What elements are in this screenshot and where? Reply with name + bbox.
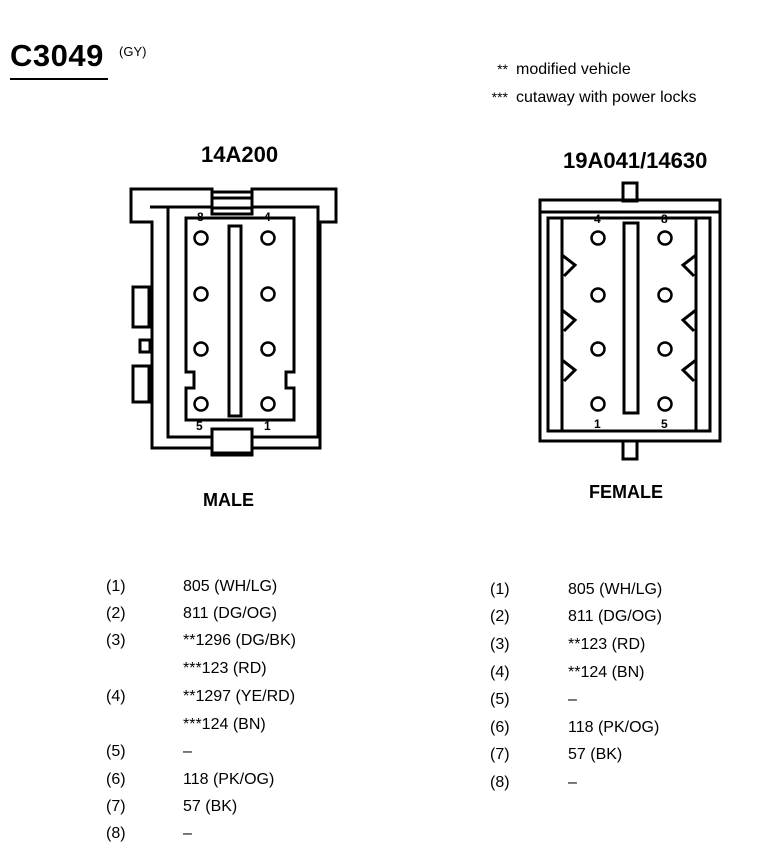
male-part-number: 14A200 bbox=[201, 142, 279, 167]
pin-number: (7) bbox=[106, 798, 126, 815]
female-pin-6 bbox=[657, 341, 673, 357]
pin-number: (3) bbox=[490, 636, 510, 653]
circuit: ***124 (BN) bbox=[183, 716, 266, 733]
legend-marker: *** bbox=[491, 89, 508, 105]
title-underline bbox=[10, 78, 108, 80]
circuit: 57 (BK) bbox=[568, 746, 623, 763]
male-pin-1 bbox=[260, 396, 276, 412]
male-pin-6 bbox=[193, 341, 209, 357]
connector-id: C3049 bbox=[10, 38, 104, 73]
circuit: 118 (PK/OG) bbox=[183, 771, 275, 788]
female-pin-label-top-right: 8 bbox=[661, 212, 668, 226]
circuit: **123 (RD) bbox=[568, 636, 646, 653]
female-pin-1 bbox=[590, 396, 606, 412]
circuit: **1297 (YE/RD) bbox=[183, 688, 296, 705]
pin-number: (6) bbox=[106, 771, 126, 788]
male-pin-7 bbox=[193, 286, 209, 302]
pin-number: (8) bbox=[106, 825, 126, 842]
circuit: – bbox=[568, 774, 577, 791]
female-part-number: 19A041/14630 bbox=[563, 148, 708, 173]
circuit: 811 (DG/OG) bbox=[568, 608, 662, 625]
male-pin-label-bottom-right: 1 bbox=[264, 419, 271, 433]
female-pin-label-top-left: 4 bbox=[594, 212, 601, 226]
circuit: **124 (BN) bbox=[568, 664, 645, 681]
male-pin-8 bbox=[193, 230, 209, 246]
pin-number: (2) bbox=[490, 608, 510, 625]
female-pin-label-bottom-left: 1 bbox=[594, 417, 601, 431]
pin-number: (8) bbox=[490, 774, 510, 791]
circuit: – bbox=[183, 743, 192, 760]
pin-number: (4) bbox=[490, 664, 510, 681]
pin-number: (1) bbox=[106, 578, 126, 595]
pin-number: (6) bbox=[490, 719, 510, 736]
pin-number: (7) bbox=[490, 746, 510, 763]
circuit: 57 (BK) bbox=[183, 798, 238, 815]
male-pin-label-bottom-left: 5 bbox=[196, 419, 203, 433]
circuit: 118 (PK/OG) bbox=[568, 719, 660, 736]
pin-number: (2) bbox=[106, 605, 126, 622]
pin-number: (5) bbox=[490, 691, 510, 708]
female-pin-5 bbox=[657, 396, 673, 412]
legend-marker: ** bbox=[497, 61, 508, 77]
female-pin-8 bbox=[657, 230, 673, 246]
pin-number: (4) bbox=[106, 688, 126, 705]
male-pin-4 bbox=[260, 230, 276, 246]
circuit: 805 (WH/LG) bbox=[568, 581, 663, 598]
circuit: ***123 (RD) bbox=[183, 660, 267, 677]
legend-text: modified vehicle bbox=[516, 61, 631, 78]
female-pinout-table: (1) 805 (WH/LG) (2) 811 (DG/OG) (3) **123 (… bbox=[490, 581, 750, 801]
pin-number: (5) bbox=[106, 743, 126, 760]
circuit: 805 (WH/LG) bbox=[183, 578, 278, 595]
female-pin-2 bbox=[590, 341, 606, 357]
female-pin-4 bbox=[590, 230, 606, 246]
male-pin-label-top-left: 8 bbox=[197, 210, 204, 224]
legend-item-cutaway: *** cutaway with power locks bbox=[478, 89, 697, 107]
pin-number: (1) bbox=[490, 581, 510, 598]
connector-color-code: (GY) bbox=[119, 44, 147, 59]
male-pin-label-top-right: 4 bbox=[264, 210, 271, 224]
legend-item-modified: ** modified vehicle bbox=[478, 61, 631, 79]
circuit: – bbox=[183, 825, 192, 842]
male-pinout-table: (1) 805 (WH/LG) (2) 811 (DG/OG) (3) **1296 … bbox=[106, 578, 366, 848]
female-pin-7 bbox=[657, 287, 673, 303]
circuit: 811 (DG/OG) bbox=[183, 605, 277, 622]
female-pin-3 bbox=[590, 287, 606, 303]
male-pin-2 bbox=[260, 341, 276, 357]
female-pin-label-bottom-right: 5 bbox=[661, 417, 668, 431]
circuit: – bbox=[568, 691, 577, 708]
male-pin-5 bbox=[193, 396, 209, 412]
pin-number: (3) bbox=[106, 632, 126, 649]
male-pin-3 bbox=[260, 286, 276, 302]
circuit: **1296 (DG/BK) bbox=[183, 632, 296, 649]
male-label: MALE bbox=[203, 490, 254, 510]
female-label: FEMALE bbox=[589, 482, 663, 502]
legend-text: cutaway with power locks bbox=[516, 89, 697, 106]
